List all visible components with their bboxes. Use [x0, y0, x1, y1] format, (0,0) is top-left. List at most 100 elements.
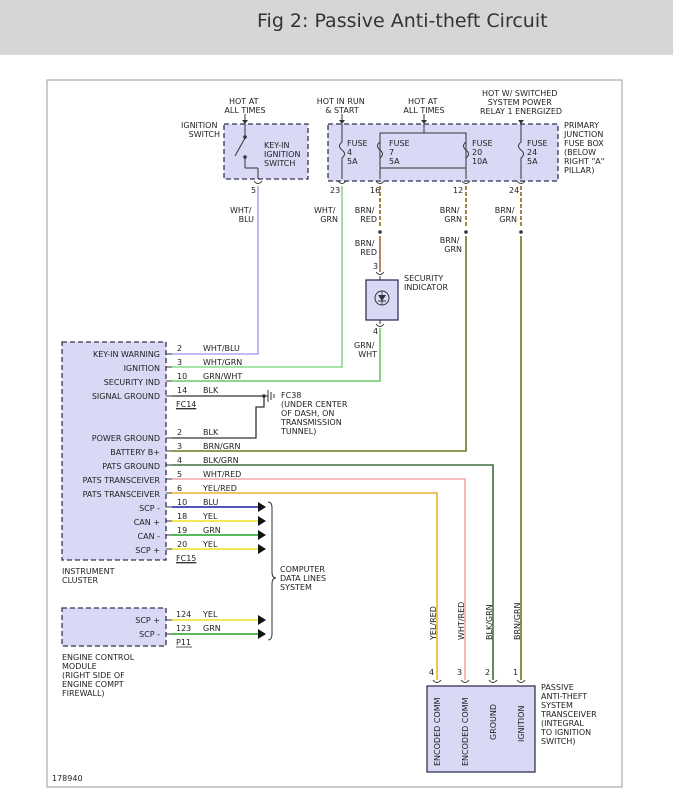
svg-text:YEL: YEL — [202, 540, 218, 549]
wire-yel-red — [172, 492, 438, 680]
svg-text:FUSE 24 5A: FUSE 24 5A — [527, 139, 550, 166]
svg-text:14: 14 — [177, 386, 187, 395]
fuse-pin-24: 24 — [509, 186, 519, 195]
note-hot-at-all-times-left: HOT AT ALL TIMES — [224, 97, 265, 115]
svg-text:BATTERY B+: BATTERY B+ — [110, 448, 160, 457]
svg-text:5: 5 — [177, 470, 182, 479]
svg-text:CAN +: CAN + — [134, 518, 160, 527]
pats-transceiver-label: PASSIVE ANTI-THEFT SYSTEM TRANSCEIVER (I… — [540, 683, 599, 746]
svg-text:SCP -: SCP - — [139, 504, 160, 513]
fuse-pin-23: 23 — [330, 186, 340, 195]
ground-fc38-label: FC38 (UNDER CENTER OF DASH, ON TRANSMISS… — [280, 391, 350, 436]
ignition-switch: KEY-IN IGNITION SWITCH — [223, 114, 309, 184]
wire-label-wht-blu: WHT/ BLU — [230, 206, 254, 224]
page-title: Fig 2: Passive Anti-theft Circuit — [257, 10, 548, 32]
note-hot-at-all-times-mid: HOT AT ALL TIMES — [403, 97, 444, 115]
svg-text:18: 18 — [177, 512, 187, 521]
svg-text:20: 20 — [177, 540, 187, 549]
ecm-wire-yel: YEL — [202, 610, 218, 619]
svg-text:SCP +: SCP + — [135, 546, 160, 555]
wire-label-brn-grn-top-24: BRN/ GRN — [495, 206, 517, 224]
svg-text:BLK: BLK — [203, 428, 219, 437]
svg-text:WHT/GRN: WHT/GRN — [203, 358, 242, 367]
svg-text:YEL: YEL — [202, 512, 218, 521]
ignition-switch-label: IGNITION SWITCH — [181, 121, 220, 139]
wire-label-wht-grn: WHT/ GRN — [314, 206, 338, 224]
svg-text:PATS TRANSCEIVER: PATS TRANSCEIVER — [83, 476, 161, 485]
ecm-pin-name-1: SCP + — [135, 616, 160, 625]
ecm-label: ENGINE CONTROL MODULE (RIGHT SIDE OF ENG… — [62, 653, 137, 698]
svg-text:FUSE 4 5A: FUSE 4 5A — [347, 139, 370, 166]
wire-brn-grn-battery — [172, 236, 467, 452]
svg-text:CAN -: CAN - — [138, 532, 161, 541]
data-line-arrows — [258, 502, 266, 639]
transceiver-pin-4: 4 — [429, 668, 434, 677]
svg-text:PATS TRANSCEIVER: PATS TRANSCEIVER — [83, 490, 161, 499]
svg-text:WHT/RED: WHT/RED — [203, 470, 241, 479]
page-header: Fig 2: Passive Anti-theft Circuit — [0, 0, 673, 55]
wire-label-brn-grn-lower: BRN/ GRN — [440, 236, 462, 254]
wire-wht-red — [172, 478, 466, 680]
wire-wht-blu — [172, 186, 259, 355]
note-hot-switched: HOT W/ SWITCHED SYSTEM POWER RELAY 1 ENE… — [480, 89, 562, 116]
svg-text:BLU: BLU — [203, 498, 219, 507]
fuse-pin-16: 16 — [370, 186, 380, 195]
svg-text:ENCODED COMM: ENCODED COMM — [433, 697, 442, 766]
svg-text:BLK: BLK — [203, 386, 219, 395]
ignition-switch-pin: 5 — [251, 186, 256, 195]
connector-fc14: FC14 — [176, 400, 196, 409]
security-indicator-pin-in: 3 — [373, 262, 378, 271]
svg-text:3: 3 — [177, 442, 182, 451]
svg-text:FUSE 20 10A: FUSE 20 10A — [472, 139, 495, 166]
figure-number: 178940 — [52, 774, 83, 783]
svg-text:WHT/BLU: WHT/BLU — [203, 344, 240, 353]
svg-text:4: 4 — [177, 456, 182, 465]
svg-text:BRN/GRN: BRN/GRN — [203, 442, 240, 451]
transceiver-pin-2: 2 — [485, 668, 490, 677]
transceiver-pin-1: 1 — [513, 668, 518, 677]
svg-text:YEL/RED: YEL/RED — [429, 606, 438, 641]
wire-label-grn-wht: GRN/ WHT — [354, 341, 377, 359]
instrument-cluster-label: INSTRUMENT CLUSTER — [62, 567, 117, 585]
svg-text:KEY-IN IGNITION SW: KEY-IN IGNITION SWITCH — [264, 141, 303, 168]
instrument-cluster — [61, 341, 167, 561]
svg-text:SIGNAL GROUND: SIGNAL GROUND — [92, 392, 160, 401]
pats-transceiver — [426, 685, 536, 773]
svg-text:POWER GROUND: POWER GROUND — [92, 434, 160, 443]
svg-text:WHT/RED: WHT/RED — [457, 602, 466, 640]
engine-control-module — [61, 607, 167, 647]
transceiver-connector-cups — [432, 679, 526, 683]
wire-blk-power-ground — [172, 396, 265, 439]
ecm-pin-name-2: SCP - — [139, 630, 160, 639]
wire-grn-wht — [172, 328, 381, 382]
wire-wht-grn — [172, 186, 343, 368]
transceiver-pin-3: 3 — [457, 668, 462, 677]
security-indicator-pin-out: 4 — [373, 327, 378, 336]
svg-text:BLK/GRN: BLK/GRN — [485, 604, 494, 640]
svg-text:19: 19 — [177, 526, 187, 535]
ecm-wire-grn: GRN — [203, 624, 221, 633]
security-indicator — [365, 271, 399, 327]
svg-text:GRN/WHT: GRN/WHT — [203, 372, 242, 381]
svg-text:GROUND: GROUND — [489, 704, 498, 740]
svg-text:KEY-IN WARNING: KEY-IN WARNING — [93, 350, 160, 359]
connector-fc15: FC15 — [176, 554, 196, 563]
svg-text:3: 3 — [177, 358, 182, 367]
svg-text:ENCODED COMM: ENCODED COMM — [461, 697, 470, 766]
security-indicator-label: SECURITY INDICATOR — [404, 274, 448, 292]
svg-text:BLK/GRN: BLK/GRN — [203, 456, 239, 465]
svg-text:10: 10 — [177, 498, 187, 507]
fuse-pin-12: 12 — [453, 186, 463, 195]
svg-text:IGNITION: IGNITION — [124, 364, 160, 373]
svg-text:6: 6 — [177, 484, 182, 493]
svg-text:2: 2 — [177, 428, 182, 437]
wire-blk-grn — [172, 464, 494, 680]
data-lines-label: COMPUTER DATA LINES SYSTEM — [280, 565, 329, 592]
cluster-connector-ticks — [166, 353, 172, 550]
connector-p11: P11 — [176, 638, 191, 647]
ecm-pin-124: 124 — [176, 610, 191, 619]
svg-text:PATS GROUND: PATS GROUND — [102, 462, 160, 471]
wire-label-brn-red-lower: BRN/ RED — [355, 239, 377, 257]
wire-label-brn-red-top: BRN/ RED — [355, 206, 377, 224]
